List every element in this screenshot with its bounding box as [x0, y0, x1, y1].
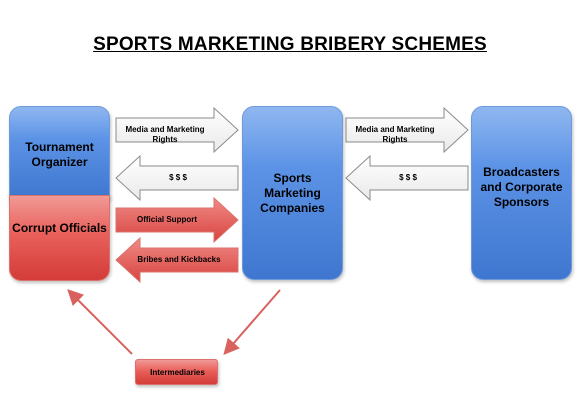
media-rights-arrow-right [345, 106, 469, 154]
tournament-organizer-label: Tournament Organizer [25, 140, 94, 169]
bribes-label: Bribes and Kickbacks [137, 255, 221, 264]
money-arrow-right [345, 154, 469, 202]
media-rights-label-left: Media and Marketing Rights [125, 125, 205, 144]
money-arrow-left [115, 154, 239, 202]
marketing-to-intermediaries-arrow [223, 289, 281, 356]
official-support-label: Official Support [137, 215, 197, 224]
money-label-left: $ $ $ [169, 173, 187, 182]
intermediaries-to-officials-arrow [67, 289, 133, 355]
money-label-right: $ $ $ [399, 173, 417, 182]
corrupt-officials-label: Corrupt Officials [12, 221, 107, 235]
intermediaries-box: Intermediaries [135, 359, 218, 385]
sports-marketing-box: Sports Marketing Companies [242, 106, 343, 280]
broadcasters-label: Broadcasters and Corporate Sponsors [480, 165, 563, 209]
sports-marketing-label: Sports Marketing Companies [260, 171, 325, 215]
intermediaries-label: Intermediaries [150, 368, 205, 377]
media-rights-arrow-left [115, 106, 239, 154]
page-title: SPORTS MARKETING BRIBERY SCHEMES [93, 34, 487, 55]
broadcasters-box: Broadcasters and Corporate Sponsors [471, 106, 572, 280]
tournament-organizer-box: Tournament Organizer [9, 106, 110, 199]
official-support-arrow [115, 196, 239, 244]
corrupt-officials-box: Corrupt Officials [9, 195, 110, 281]
bribes-arrow [115, 236, 239, 284]
media-rights-label-right: Media and Marketing Rights [355, 125, 435, 144]
